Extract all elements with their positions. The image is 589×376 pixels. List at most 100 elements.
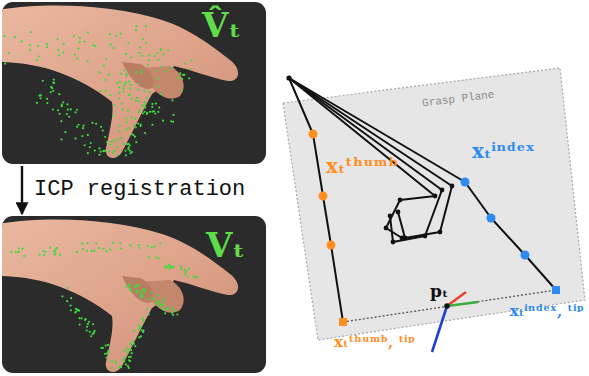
cloud-point (94, 149, 96, 151)
cloud-point (131, 98, 133, 100)
cloud-point (138, 324, 140, 326)
cloud-point (137, 244, 139, 246)
cloud-point (40, 94, 42, 96)
cloud-point (142, 38, 144, 40)
cloud-point (146, 113, 148, 115)
cloud-point (90, 250, 92, 252)
cloud-point (132, 134, 134, 136)
cloud-point (133, 124, 135, 126)
cloud-point (123, 90, 125, 92)
plane-shape (283, 68, 585, 340)
cloud-point (161, 308, 163, 310)
cloud-point (171, 307, 173, 309)
cloud-point (113, 140, 115, 142)
cloud-point (42, 250, 44, 252)
cloud-point (138, 52, 140, 54)
cloud-point (95, 242, 97, 244)
cloud-point (66, 300, 68, 302)
cloud-point (157, 305, 159, 307)
cloud-point (148, 256, 150, 258)
cloud-point (124, 150, 126, 152)
cloud-point (112, 152, 114, 154)
cloud-point (181, 90, 183, 92)
cloud-point (124, 350, 126, 352)
cloud-point (82, 127, 84, 129)
cloud-point (104, 353, 106, 355)
cloud-point (98, 154, 100, 156)
cloud-point (53, 254, 55, 256)
cloud-point (154, 112, 156, 114)
cloud-point (129, 244, 131, 246)
cloud-point (129, 93, 131, 95)
cloud-point (135, 29, 137, 31)
cloud-point (74, 53, 76, 55)
cloud-point (120, 137, 122, 139)
cloud-point (195, 276, 197, 278)
cloud-point (14, 36, 16, 38)
cloud-point (141, 329, 143, 331)
cloud-point (119, 81, 121, 83)
cloud-point (104, 150, 106, 152)
cloud-point (111, 367, 113, 369)
cloud-point (125, 154, 127, 156)
cloud-point (56, 38, 58, 40)
cloud-point (181, 78, 183, 80)
cloud-point (113, 104, 115, 106)
cloud-point (122, 108, 124, 110)
cloud-point (87, 134, 89, 136)
cloud-point (164, 312, 166, 314)
cloud-point (171, 67, 173, 69)
cloud-point (110, 141, 112, 143)
cloud-point (93, 330, 95, 332)
cloud-point (62, 43, 64, 45)
joint-dot (398, 198, 403, 203)
pinky-bone (289, 78, 435, 238)
cloud-point (127, 365, 129, 367)
cloud-point (141, 72, 143, 74)
cloud-point (143, 90, 145, 92)
ring-bone (289, 78, 442, 242)
cloud-point (36, 59, 38, 61)
cloud-point (126, 143, 128, 145)
joint-dot (423, 234, 428, 239)
cloud-point (130, 288, 132, 290)
index-points (461, 178, 561, 295)
joint-dot (391, 240, 396, 245)
cloud-point (62, 51, 64, 53)
index-point (487, 214, 496, 223)
cloud-point (106, 352, 108, 354)
cloud-point (76, 126, 78, 128)
cloud-point (129, 150, 131, 152)
photo-panel: Vₜ (2, 216, 266, 373)
curled-finger (122, 276, 153, 303)
cloud-point (110, 144, 112, 146)
cloud-point (79, 37, 81, 39)
cloud-point (38, 55, 40, 57)
cloud-point (59, 254, 61, 256)
cloud-point (10, 251, 12, 253)
cloud-point (82, 248, 84, 250)
cloud-point (77, 47, 79, 49)
cloud-point (78, 124, 80, 126)
grasp-point (444, 303, 450, 309)
cloud-point (86, 242, 88, 244)
cloud-point (88, 321, 90, 323)
cloud-point (74, 111, 76, 113)
cloud-point (122, 143, 124, 145)
cloud-point (103, 65, 105, 67)
index-point (461, 178, 470, 187)
cloud-point (128, 146, 130, 148)
cloud-point (121, 103, 123, 105)
cloud-point (116, 82, 118, 84)
cloud-point (104, 79, 106, 81)
cloud-point (112, 242, 114, 244)
cloud-point (70, 297, 72, 299)
cloud-point (108, 150, 110, 152)
keypoint-label: xₜᵗʰᵘᵐᵇ, ᵗⁱᵖ (334, 334, 415, 351)
cloud-point (105, 58, 107, 60)
cloud-point (135, 100, 137, 102)
cloud-point (66, 103, 68, 105)
cloud-point (157, 111, 159, 113)
cloud-point (168, 268, 170, 270)
cloud-point (107, 344, 109, 346)
